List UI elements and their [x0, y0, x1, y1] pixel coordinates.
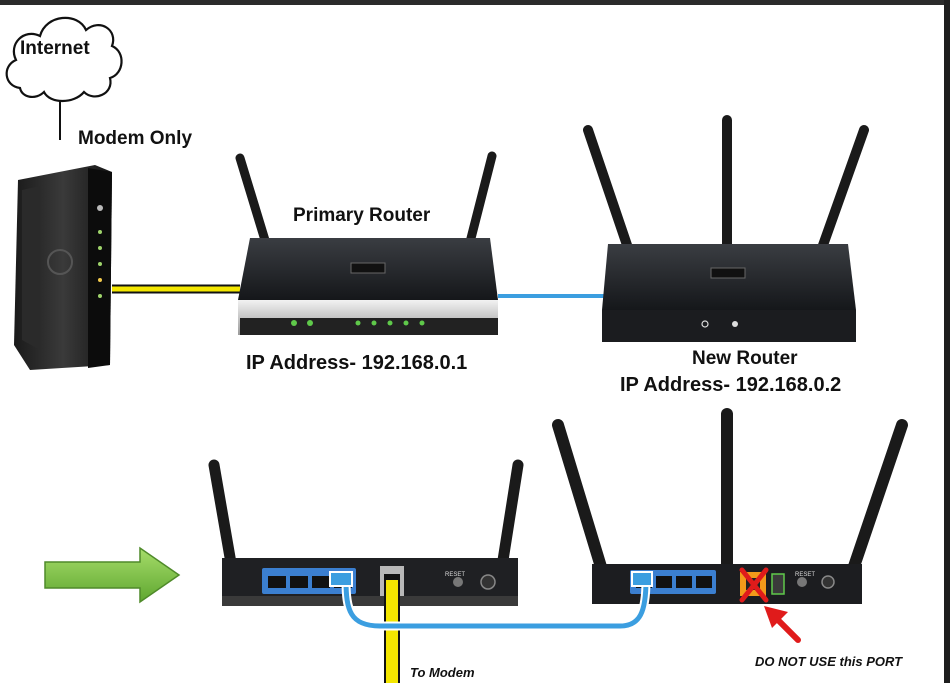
to-modem-label: To Modem	[410, 665, 475, 680]
new-router-ip-label: IP Address- 192.168.0.2	[620, 374, 842, 396]
red-x-icon	[739, 567, 769, 603]
blue-cable-bottom	[343, 579, 649, 629]
modem-device	[14, 165, 112, 370]
new-reset-label: RESET	[795, 572, 815, 578]
primary-router-back: RESET	[208, 459, 524, 606]
red-pointer-arrow-icon	[764, 606, 801, 643]
new-router-label: New Router	[692, 348, 798, 369]
primary-router-label: Primary Router	[293, 205, 431, 226]
new-router-back: RESET	[552, 408, 908, 604]
do-not-use-port-label: DO NOT USE this PORT	[755, 654, 903, 669]
primary-router-ip-label: IP Address- 192.168.0.1	[246, 352, 468, 374]
primary-router-front	[235, 151, 498, 335]
primary-reset-label: RESET	[445, 572, 465, 578]
window-right-border	[944, 0, 950, 683]
cloud-icon	[5, 16, 123, 103]
internet-label: Internet	[20, 38, 90, 59]
window-top-border	[0, 0, 950, 5]
right-arrow-icon	[44, 546, 181, 604]
new-router-front	[583, 115, 869, 342]
modem-label: Modem Only	[78, 128, 193, 149]
